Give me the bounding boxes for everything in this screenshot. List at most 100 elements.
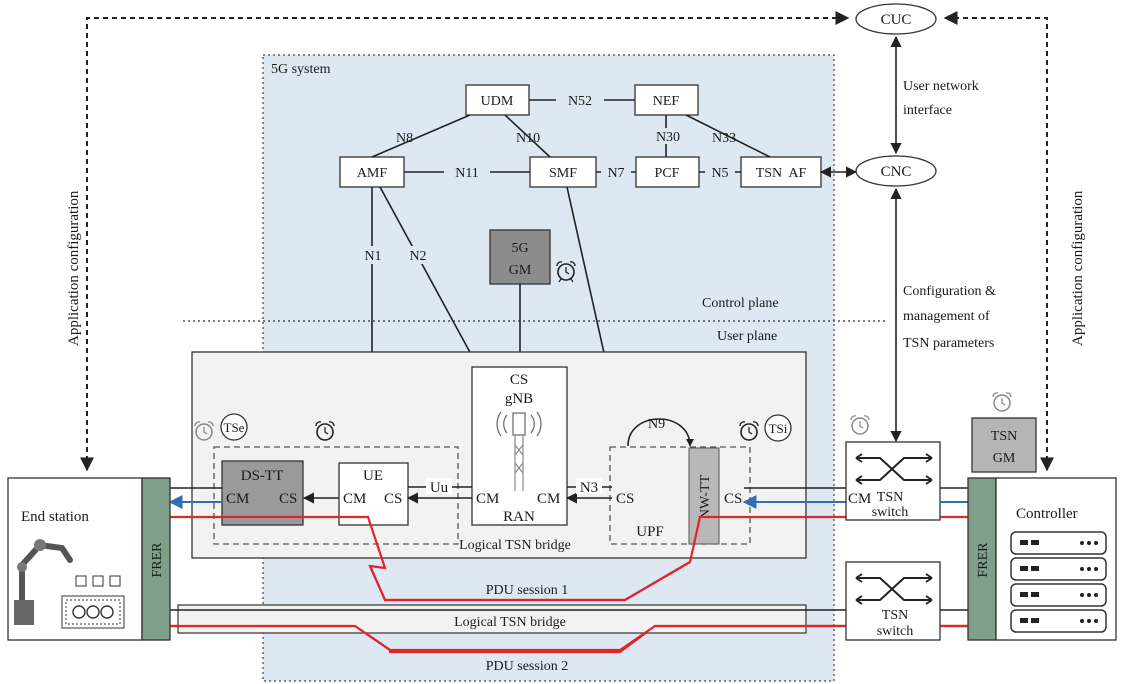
tse-label: TSe (224, 420, 245, 435)
n7-label: N7 (607, 166, 624, 181)
ds-tt-cs-port: CS (279, 491, 297, 507)
n10-link (504, 114, 551, 158)
frer-left-label: FRER (150, 542, 165, 578)
n30-label: N30 (656, 130, 680, 145)
gnb-cs-port: CS (510, 372, 528, 388)
n2-link (379, 186, 479, 368)
udm-label: UDM (481, 94, 514, 109)
antenna-tower-icon (496, 411, 542, 491)
pdu-session-1-path (368, 561, 691, 602)
tsi-badge (764, 414, 792, 442)
alarm-clock-icon (194, 421, 214, 441)
frer-right-label: FRER (976, 542, 991, 578)
gnb-label: gNB (505, 391, 533, 407)
n5-label: N5 (711, 166, 728, 181)
5g-system-label: 5G system (271, 62, 331, 77)
nef-label: NEF (653, 94, 680, 109)
ds-tt-node (221, 460, 304, 526)
tsn-af-node (740, 156, 822, 188)
tsn-gm-line2: GM (993, 451, 1016, 466)
ds-tt-cm-port: CM (226, 491, 249, 507)
application-configuration-loop (80, 11, 1054, 472)
nw-tt-cs-port: CS (724, 491, 742, 507)
n33-link (685, 114, 771, 158)
ran-cm-port-right: CM (537, 491, 560, 507)
nef-node (634, 84, 699, 116)
nw-tt-label: NW-TT (698, 474, 713, 519)
switch-arrows-icon (855, 453, 933, 485)
tsn-switch-1-line1: TSN (877, 490, 903, 505)
pdu-session-1-label: PDU session 1 (486, 583, 568, 598)
alarm-clock-icon (992, 392, 1012, 412)
upf-side-dashed-group (609, 446, 751, 545)
robot-arm-icon (14, 539, 73, 625)
n10-label: N10 (516, 131, 540, 146)
tsn-af-label: TSN AF (756, 166, 807, 181)
upf-cs-port: CS (616, 491, 634, 507)
config-management-line2: management of (903, 309, 990, 324)
tsn-switch-2-line2: switch (877, 624, 914, 639)
pcf-label: PCF (655, 166, 680, 181)
io-module-icon (61, 575, 125, 629)
n3-label: N3 (580, 480, 598, 496)
n1-label: N1 (364, 249, 381, 264)
application-configuration-right-label: Application configuration (1070, 190, 1086, 346)
cnc-label: CNC (881, 164, 912, 180)
n11-label: N11 (455, 166, 479, 181)
alarm-clock-icon (739, 421, 759, 441)
user-plane-label: User plane (717, 329, 777, 344)
tsn-gm-line1: TSN (991, 429, 1017, 444)
n33-label: N33 (712, 131, 736, 146)
logical-tsn-bridge-1-label: Logical TSN bridge (459, 538, 571, 553)
tsi-label: TSi (769, 421, 788, 436)
controller-label: Controller (1016, 506, 1078, 522)
cuc-label: CUC (881, 12, 912, 28)
config-management-line1: Configuration & (903, 284, 996, 299)
frer-left (141, 477, 171, 641)
5g-gm-line1: 5G (511, 241, 528, 256)
n8-label: N8 (396, 131, 413, 146)
ran-label: RAN (503, 509, 535, 525)
switch-arrows-icon (855, 573, 933, 605)
n2-label: N2 (409, 249, 426, 264)
amf-label: AMF (357, 166, 388, 181)
nw-tt-node (688, 447, 720, 545)
5g-gm-node (489, 229, 551, 285)
tsn-switch-1-line2: switch (872, 505, 909, 520)
user-network-interface-line2: interface (903, 103, 952, 118)
ue-side-dashed-group (213, 446, 459, 545)
pdu-session-2-label: PDU session 2 (486, 659, 568, 674)
n8-link (371, 114, 471, 158)
tsn-switch-2-line1: TSN (882, 608, 908, 623)
uu-label: Uu (430, 480, 449, 496)
ue-cs-port: CS (384, 491, 402, 507)
5g-gm-line2: GM (509, 263, 532, 278)
ue-label: UE (363, 468, 383, 484)
server-rack-icon (1010, 531, 1107, 633)
n9-loop-arrow (627, 418, 694, 447)
tsn-switch-1-cm-port: CM (848, 491, 871, 507)
upf-label: UPF (636, 524, 664, 540)
tsn-gm-node (971, 417, 1037, 473)
application-configuration-left-label: Application configuration (66, 190, 82, 346)
ue-node (338, 462, 409, 526)
end-station-label: End station (21, 509, 89, 525)
gnb-ran-node (471, 366, 568, 526)
alarm-clock-icon (850, 415, 870, 435)
frer-right (967, 477, 997, 641)
smf-label: SMF (549, 166, 577, 181)
n52-label: N52 (568, 94, 592, 109)
config-management-line3: TSN parameters (903, 336, 994, 351)
logical-tsn-bridge-2-label: Logical TSN bridge (454, 615, 566, 630)
n9-label: N9 (648, 417, 665, 432)
pcf-node (635, 156, 700, 188)
udm-node (465, 84, 530, 116)
control-plane-label: Control plane (702, 296, 779, 311)
ran-cm-port-left: CM (476, 491, 499, 507)
alarm-clock-icon (315, 421, 335, 441)
cuc-node (855, 3, 937, 35)
alarm-clock-icon (556, 261, 576, 283)
tse-badge (220, 413, 248, 441)
ue-cm-port: CM (343, 491, 366, 507)
